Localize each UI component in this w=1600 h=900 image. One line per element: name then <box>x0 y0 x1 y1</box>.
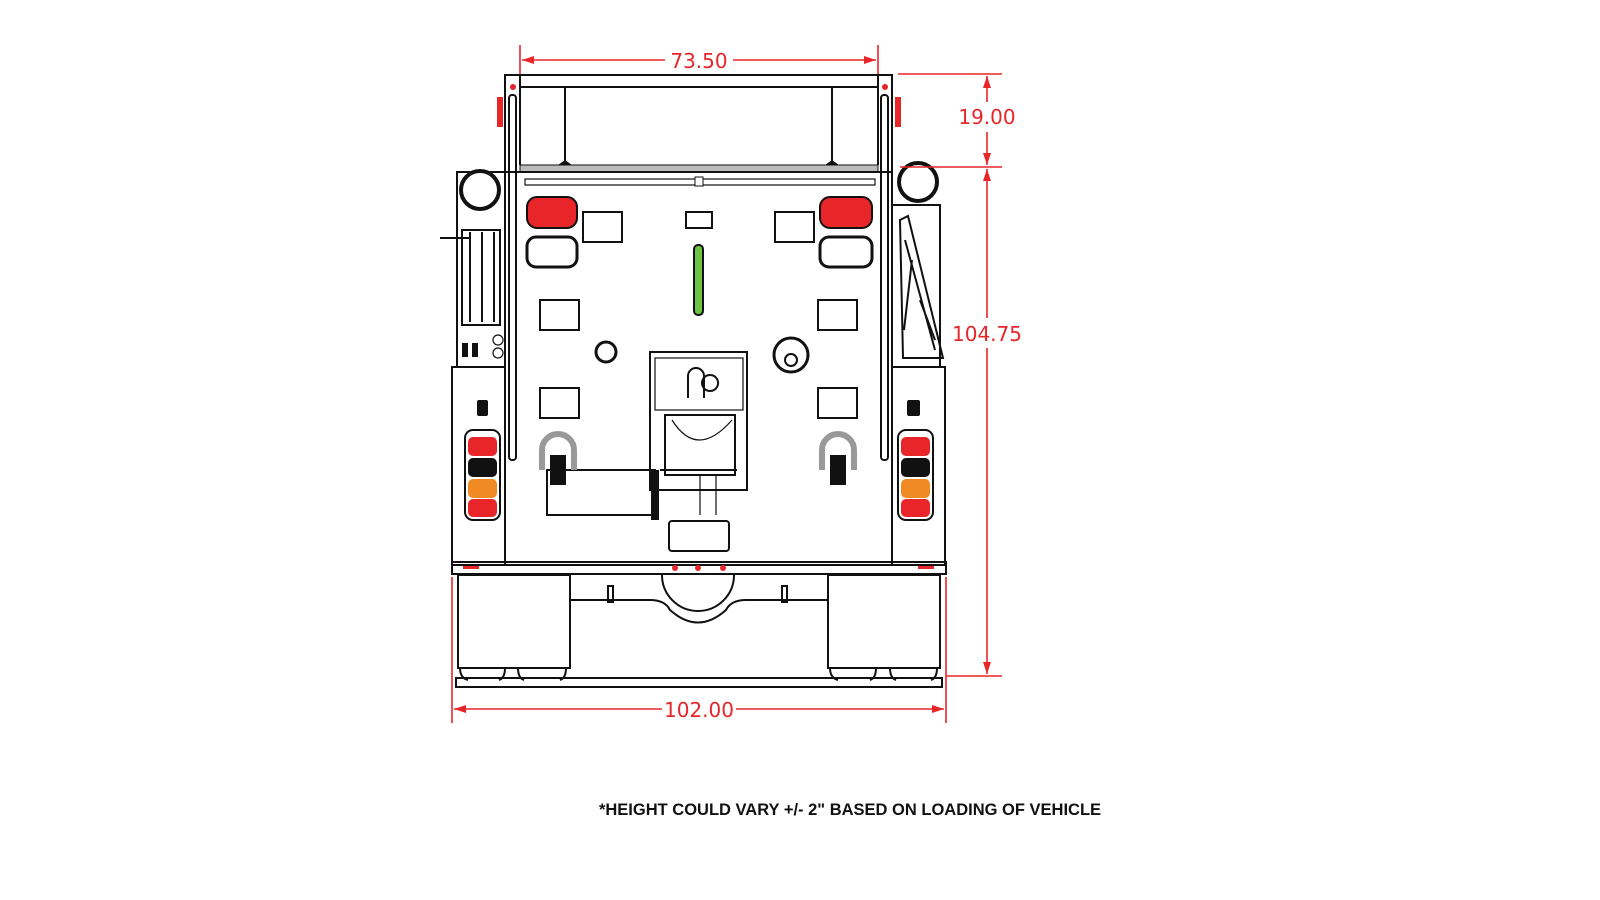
dimension-label-top-width: 73.50 <box>670 49 727 73</box>
switch-left <box>477 400 488 416</box>
tail-light-left <box>464 429 501 521</box>
license-plate <box>668 520 730 552</box>
tow-hook-left <box>539 431 577 485</box>
green-light-bar <box>693 244 704 316</box>
switch-right <box>907 400 920 416</box>
rear-body <box>451 94 947 575</box>
dimension-right: 19.00 104.75 <box>898 73 1022 677</box>
dimension-label-overall-width: 102.00 <box>664 698 734 722</box>
inlet-right <box>772 336 810 374</box>
side-beacon-right <box>897 161 939 203</box>
warning-light-left-red <box>526 196 578 229</box>
warning-light-left-clear <box>525 235 579 269</box>
dimension-label-rack-height: 19.00 <box>958 105 1015 129</box>
center-step-compartment <box>546 351 748 520</box>
left-side-equipment <box>440 229 504 359</box>
top-rack <box>497 74 901 187</box>
tail-light-right <box>897 429 934 521</box>
tow-hook-right <box>819 431 857 485</box>
inlet-left <box>594 340 618 364</box>
dimension-top-width: 73.50 <box>519 45 879 95</box>
dimension-label-body-height: 104.75 <box>952 322 1022 346</box>
warning-light-right-clear <box>818 235 874 269</box>
compartment-latches <box>539 211 858 419</box>
undercarriage <box>455 574 943 688</box>
inlet-right-center <box>784 353 798 367</box>
right-side-ladder <box>898 214 945 359</box>
height-note: *HEIGHT COULD VARY +/- 2" BASED ON LOADI… <box>599 801 1101 819</box>
side-beacon-left <box>459 169 501 211</box>
dimension-bottom-width: 102.00 <box>451 577 947 723</box>
warning-light-right-red <box>819 196 873 229</box>
